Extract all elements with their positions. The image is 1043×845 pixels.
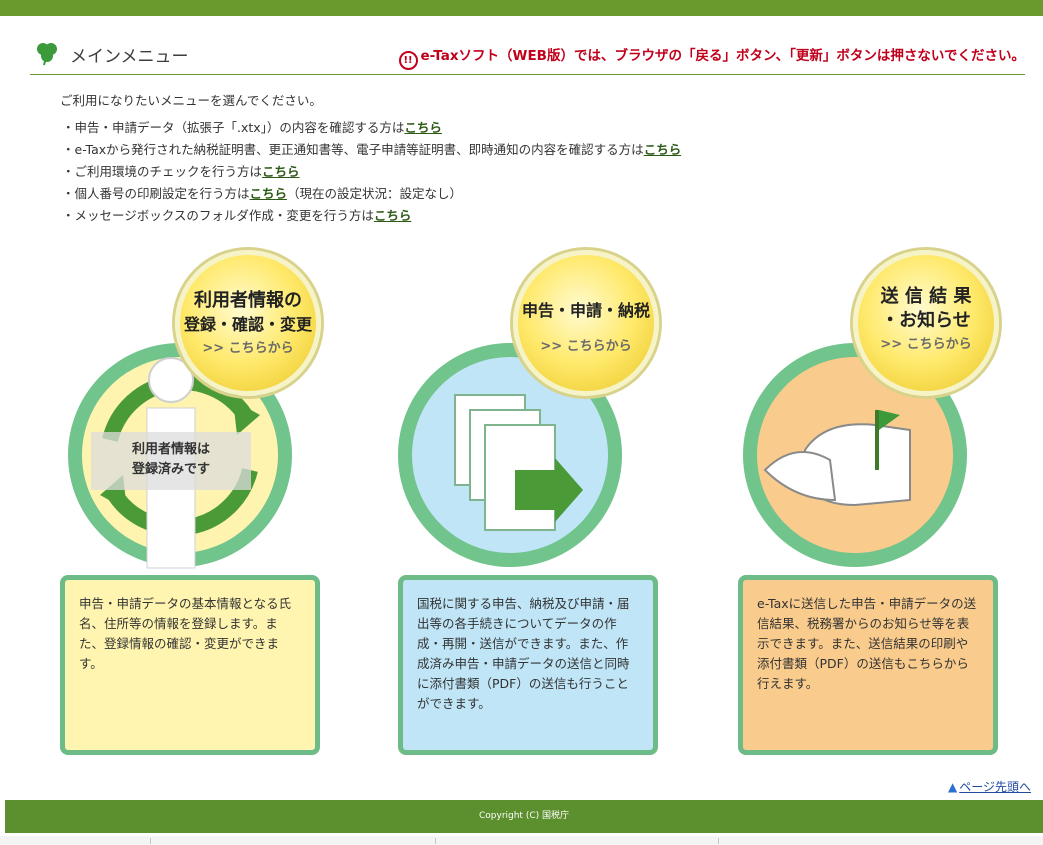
link-xtx-check[interactable]: こちら — [404, 120, 442, 135]
title-area: メインメニュー !!e-Taxソフト（WEB版）では、ブラウザの「戻る」ボタン、… — [30, 38, 1025, 75]
clover-icon — [37, 43, 57, 66]
link-certificate-check[interactable]: こちら — [643, 142, 682, 157]
list-item: ・個人番号の印刷設定を行う方はこちら（現在の設定状況：設定なし） — [62, 186, 463, 201]
page-top-link[interactable]: ▲ページ先頭へ — [948, 780, 1031, 794]
page-title: メインメニュー — [70, 47, 189, 67]
warning-message: !!e-Taxソフト（WEB版）では、ブラウザの「戻る」ボタン、「更新」ボタンは… — [398, 44, 1026, 70]
top-bar — [0, 0, 1043, 16]
tile-results[interactable]: 送 信 結 果 ・お知らせ >> こちらから — [735, 240, 1035, 570]
badge-results[interactable]: 送 信 結 果 ・お知らせ >> こちらから — [853, 250, 999, 396]
link-list: ・申告・申請データ（拡張子「.xtx」）の内容を確認する方はこちら ・e-Tax… — [62, 117, 681, 227]
description-results: e-Taxに送信した申告・申請データの送信結果、税務署からのお知らせ等を表示でき… — [738, 575, 998, 755]
description-user-info: 申告・申請データの基本情報となる氏名、住所等の情報を登録します。また、登録情報の… — [60, 575, 320, 755]
bottom-divider — [0, 836, 1043, 845]
list-item: ・e-Taxから発行された納税証明書、更正通知書等、電子申請等証明書、即時通知の… — [62, 142, 682, 157]
warning-icon: !! — [398, 51, 418, 70]
link-environment-check[interactable]: こちら — [262, 164, 300, 179]
list-item: ・メッセージボックスのフォルダ作成・変更を行う方はこちら — [62, 208, 412, 223]
tile-user-info[interactable]: 利用者情報は 登録済みです 利用者情報の 登録・確認・変更 >> こちらから — [55, 240, 335, 760]
warning-text: e-Taxソフト（WEB版）では、ブラウザの「戻る」ボタン、「更新」ボタンは押さ… — [420, 48, 1026, 64]
badge-filing[interactable]: 申告・申請・納税 >> こちらから — [513, 250, 659, 396]
footer: Copyright (C) 国税庁 — [5, 800, 1043, 833]
link-print-setting[interactable]: こちら — [249, 186, 288, 201]
badge-user-info[interactable]: 利用者情報の 登録・確認・変更 >> こちらから — [175, 250, 321, 396]
description-filing: 国税に関する申告、納税及び申請・届出等の各手続きについてデータの作成・再開・送信… — [398, 575, 658, 755]
tile-filing[interactable]: 申告・申請・納税 >> こちらから — [395, 240, 675, 570]
results-illustration — [743, 343, 967, 567]
arrow-up-icon: ▲ — [948, 780, 958, 794]
list-item: ・申告・申請データ（拡張子「.xtx」）の内容を確認する方はこちら — [62, 120, 442, 135]
link-message-folder[interactable]: こちら — [373, 208, 412, 223]
filing-illustration — [398, 343, 622, 567]
list-item: ・ご利用環境のチェックを行う方はこちら — [62, 164, 300, 179]
registration-status-label: 利用者情報は 登録済みです — [91, 432, 251, 490]
intro-text: ご利用になりたいメニューを選んでください。 — [60, 93, 322, 108]
